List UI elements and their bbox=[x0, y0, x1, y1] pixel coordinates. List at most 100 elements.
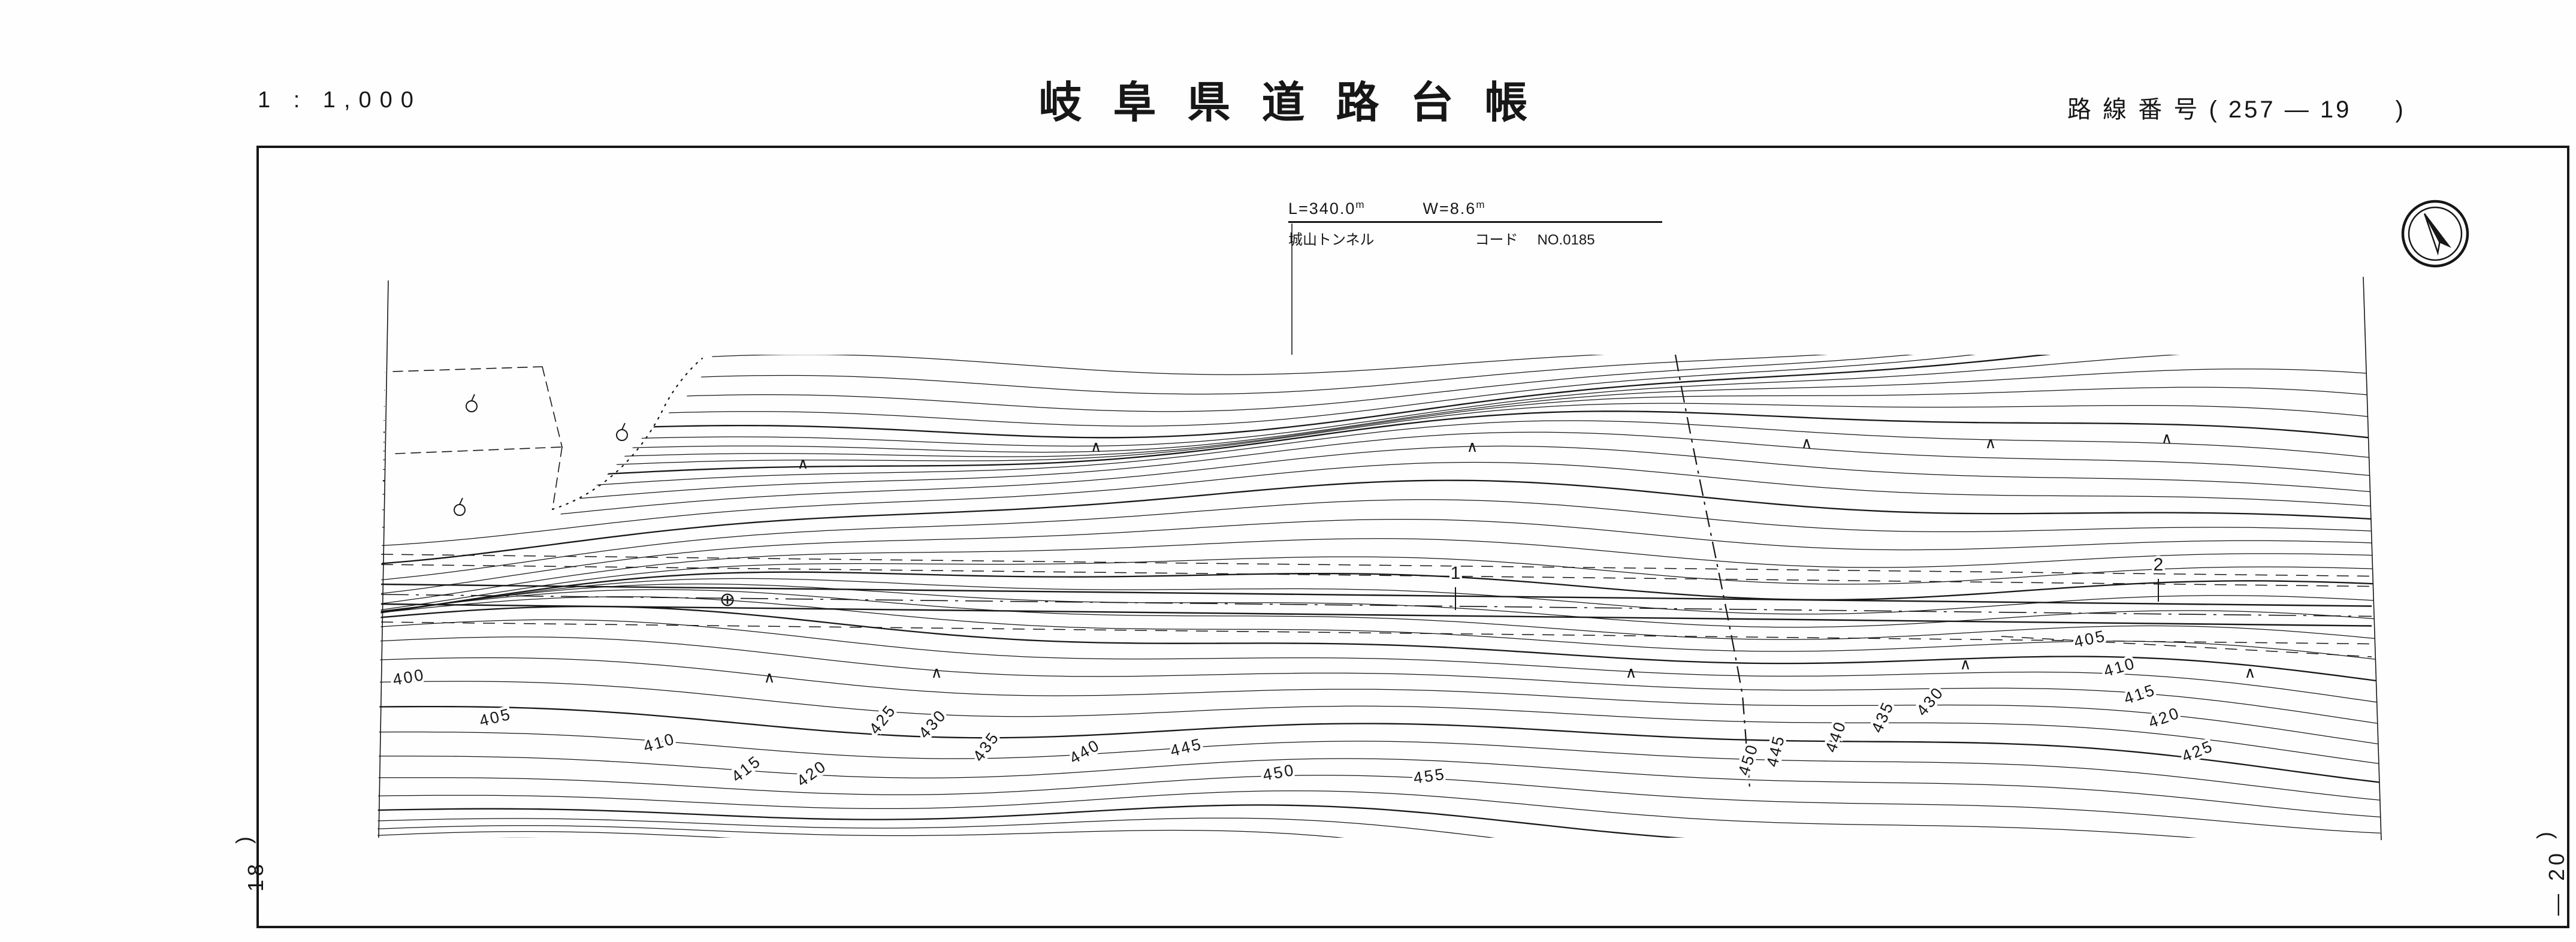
slope-tick-symbol: ∧ bbox=[1090, 437, 1101, 455]
tunnel-name: 城山トンネル bbox=[1288, 232, 1375, 248]
contour-line bbox=[378, 636, 2381, 724]
slope-tick-symbol: ∧ bbox=[1959, 655, 1971, 673]
road-line bbox=[380, 554, 2372, 577]
page-title: 岐 阜 県 道 路 台 帳 bbox=[1038, 79, 1538, 127]
contour-line bbox=[378, 825, 2381, 838]
contour-line bbox=[378, 431, 2381, 511]
contour-line bbox=[378, 556, 2381, 612]
contour-line bbox=[378, 461, 2381, 547]
contour-line bbox=[378, 804, 2381, 838]
contour-elevation-label: 425 bbox=[865, 701, 899, 738]
contour-line bbox=[378, 518, 2381, 596]
north-arrow-inner-circle bbox=[2408, 206, 2463, 261]
contour-field bbox=[367, 280, 2381, 838]
slope-tick-symbol: ∧ bbox=[1801, 434, 1812, 452]
contour-line bbox=[378, 756, 2381, 818]
contour-line bbox=[367, 280, 2380, 354]
contour-line bbox=[378, 705, 2381, 783]
tunnel-name-row: 城山トンネル コード NO.0185 bbox=[1288, 223, 1662, 249]
contour-elevation-label: 440 bbox=[1822, 718, 1850, 754]
parcel-area bbox=[385, 355, 713, 533]
contour-elevation-label: 410 bbox=[2101, 654, 2137, 680]
tree-symbol bbox=[616, 422, 628, 441]
tunnel-width-unit: m bbox=[1476, 199, 1486, 210]
slope-tick-symbol: ∧ bbox=[1985, 434, 1996, 452]
parcel-boundary-line bbox=[552, 446, 563, 510]
north-arrow bbox=[2401, 200, 2469, 268]
contour-elevation-label: 435 bbox=[1868, 699, 1897, 736]
tunnel-dimensions-row: L=340.0m W=8.6m bbox=[1288, 199, 1662, 223]
contour-line bbox=[378, 589, 2381, 640]
north-arrow-needle bbox=[2423, 213, 2451, 256]
tree-symbol-stem bbox=[621, 422, 626, 430]
contour-line bbox=[378, 420, 2381, 495]
contour-elevation-label: 440 bbox=[1067, 736, 1104, 768]
sheet-ref-left-paren: ) bbox=[231, 833, 256, 844]
north-arrow-needle-filled bbox=[2424, 213, 2451, 248]
contour-line bbox=[378, 657, 2381, 745]
contour-line bbox=[378, 355, 2381, 427]
slope-tick-symbol: ∧ bbox=[763, 668, 775, 686]
contour-elevation-label: 455 bbox=[1412, 765, 1447, 787]
contour-elevation-label: 435 bbox=[970, 728, 1003, 765]
contour-elevation-label: 445 bbox=[1168, 735, 1204, 760]
tree-symbol bbox=[466, 394, 478, 412]
tunnel-length-value: L=340.0 bbox=[1288, 200, 1356, 218]
slope-tick-symbol: ∧ bbox=[2161, 429, 2172, 447]
contour-line bbox=[378, 790, 2381, 838]
slope-tick-symbol: ∧ bbox=[2244, 663, 2255, 681]
parcel-boundary-line bbox=[392, 366, 543, 372]
slope-tick-symbol: ∧ bbox=[1625, 663, 1636, 681]
parcel-boundary-line bbox=[395, 446, 563, 454]
contour-line bbox=[378, 605, 2381, 682]
parcel-boundary-line bbox=[551, 357, 703, 511]
contour-line bbox=[378, 355, 2381, 439]
contour-line bbox=[378, 479, 2381, 566]
road-line bbox=[380, 564, 2372, 587]
contour-line bbox=[378, 355, 2381, 395]
north-arrow-outer-circle bbox=[2401, 200, 2469, 268]
contour-elevation-label: 405 bbox=[478, 705, 514, 730]
boundary-line bbox=[2001, 636, 2372, 657]
tunnel-code-value: NO.0185 bbox=[1537, 232, 1595, 248]
contour-line bbox=[378, 355, 2381, 412]
tree-symbol-stem bbox=[459, 497, 463, 505]
boundary-line bbox=[1674, 354, 1751, 789]
boundary-line bbox=[2363, 276, 2382, 841]
contour-line bbox=[378, 499, 2381, 582]
contour-line bbox=[378, 583, 2381, 628]
sheet-ref-left: — 18 bbox=[243, 860, 268, 927]
contour-line bbox=[378, 369, 2381, 453]
contour-line bbox=[378, 619, 2381, 704]
contour-line bbox=[378, 681, 2381, 765]
contour-line bbox=[378, 410, 2381, 482]
tunnel-info-box: L=340.0m W=8.6m 城山トンネル コード NO.0185 bbox=[1288, 199, 1662, 249]
boundary-line bbox=[378, 280, 389, 838]
route-number: 路 線 番 号 ( 257 — 19 ) bbox=[2067, 90, 2406, 125]
contour-elevation-label: 450 bbox=[1261, 761, 1296, 784]
contour-line bbox=[378, 596, 2381, 660]
route-number-suffix: ) bbox=[2395, 96, 2406, 123]
contour-elevation-label: 400 bbox=[391, 666, 426, 689]
road-line bbox=[380, 583, 2372, 607]
contour-elevation-label: 420 bbox=[793, 757, 830, 790]
station-marker-label: 1 bbox=[1451, 563, 1461, 583]
tunnel-code-label: コード bbox=[1475, 232, 1518, 248]
sheet-ref-right: — 20 bbox=[2544, 849, 2569, 916]
contour-line bbox=[378, 387, 2381, 461]
tree-symbol bbox=[454, 497, 466, 516]
tunnel-length-unit: m bbox=[1355, 199, 1366, 210]
road-line bbox=[380, 594, 2372, 617]
contour-line bbox=[378, 831, 2381, 838]
contour-line bbox=[378, 445, 2381, 529]
contour-elevation-label: 415 bbox=[2122, 681, 2158, 708]
sheet-ref-right-paren: ) bbox=[2532, 828, 2557, 839]
contour-elevation-label: 410 bbox=[641, 729, 677, 756]
contour-line bbox=[378, 731, 2381, 801]
contour-line bbox=[378, 403, 2381, 470]
contour-line bbox=[378, 538, 2381, 606]
contour-elevation-label: 420 bbox=[2146, 704, 2182, 732]
station-marker-label: 2 bbox=[2154, 555, 2164, 575]
contour-elevation-label: 445 bbox=[1763, 733, 1788, 769]
